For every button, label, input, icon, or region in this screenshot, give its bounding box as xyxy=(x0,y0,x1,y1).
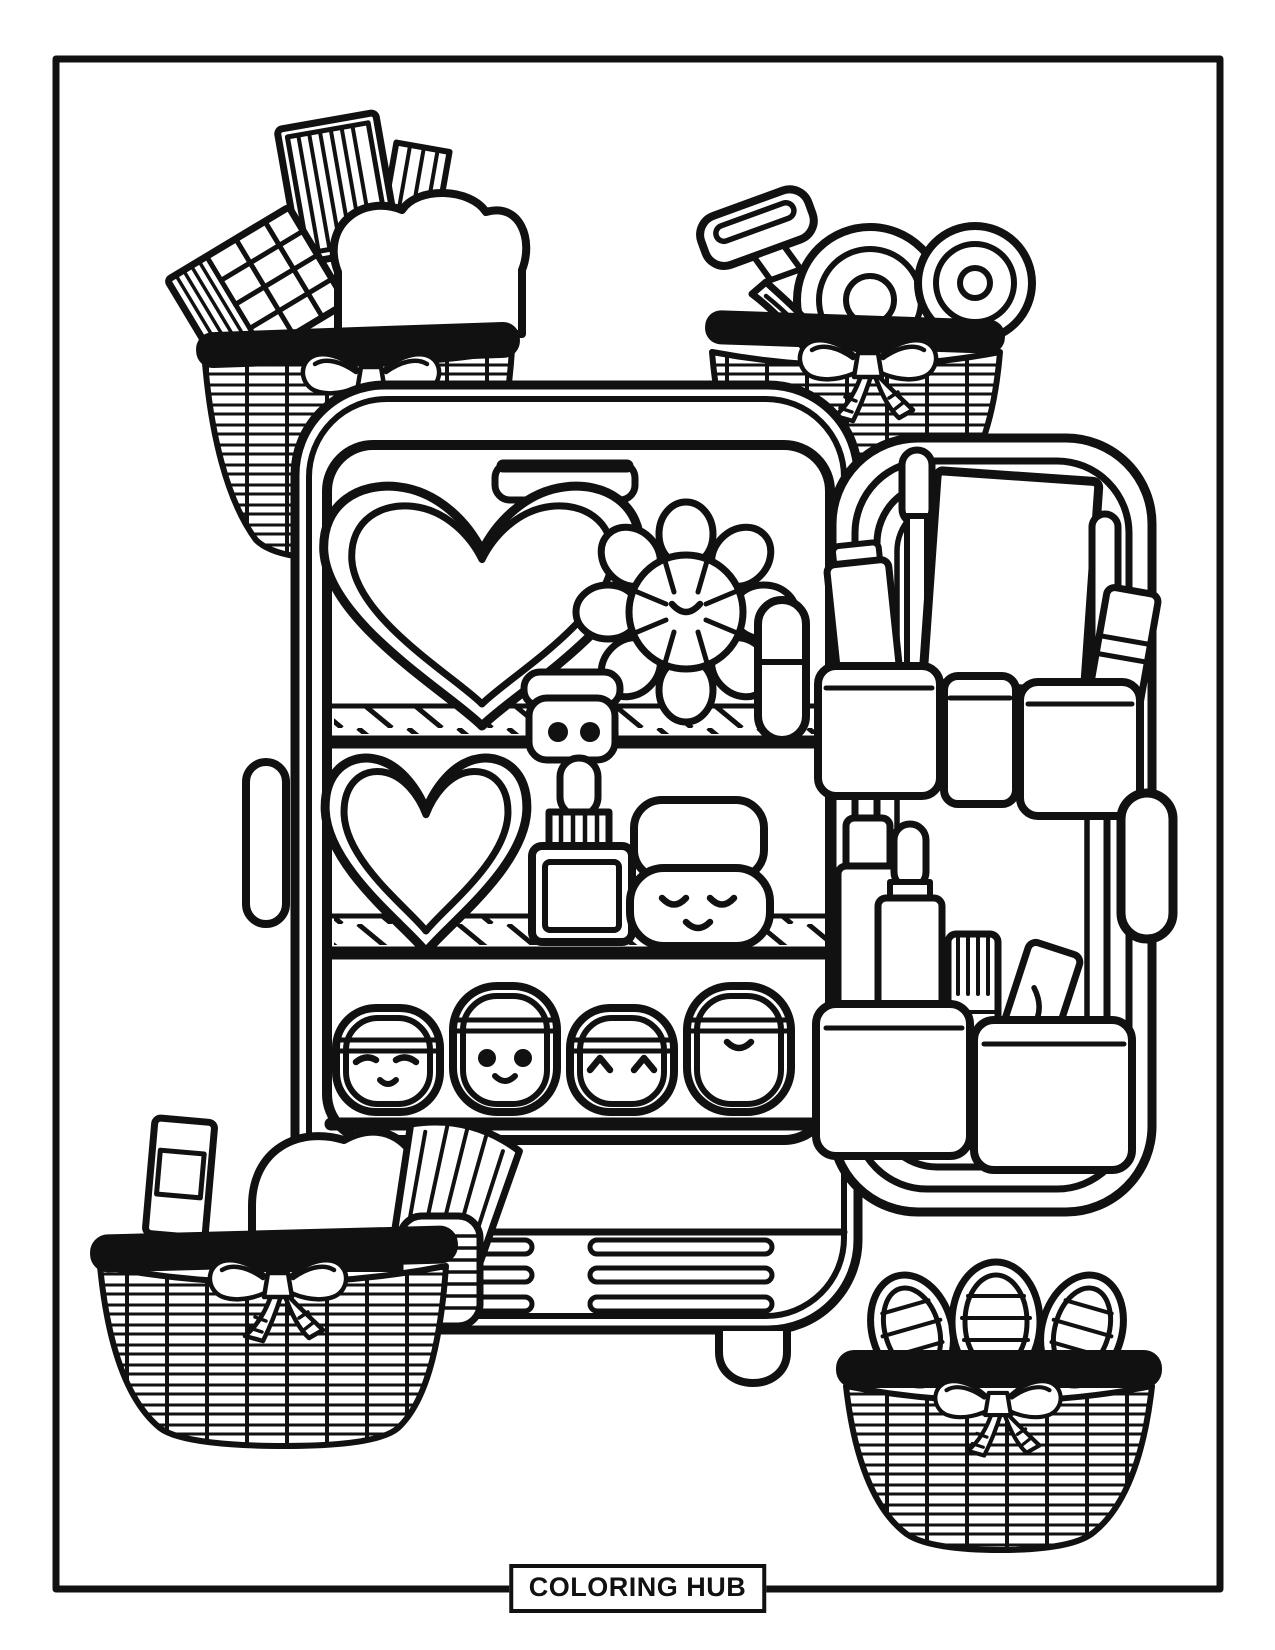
basket-bottom-left-rim xyxy=(90,1225,458,1273)
mini-beauty-fridge xyxy=(290,380,863,1387)
basket-bottom-left xyxy=(90,1114,523,1449)
basket-top-left-rim xyxy=(196,321,520,369)
brand-badge-label: COLORING HUB xyxy=(528,1572,747,1602)
door-pocket-upper-products xyxy=(823,446,1162,754)
capsule-bottle-1 xyxy=(332,1004,444,1116)
powder-puff xyxy=(329,189,531,338)
door-pocket-lower xyxy=(812,1000,1136,1174)
striped-palette-front xyxy=(274,109,402,267)
brand-badge: COLORING HUB xyxy=(508,1564,767,1613)
capsule-bottle-4 xyxy=(683,982,795,1116)
capsule-bottle-2 xyxy=(449,982,561,1116)
door-pocket-upper xyxy=(814,662,1144,820)
open-fridge-door xyxy=(812,433,1178,1217)
jar-with-sleepy-face xyxy=(626,796,774,950)
lipstick xyxy=(754,596,810,744)
basket-bottom-right xyxy=(836,1258,1162,1553)
fridge-side-handle xyxy=(242,758,290,928)
capsule-bottle-3 xyxy=(566,1004,678,1116)
door-handle xyxy=(1116,788,1178,944)
tall-bottle xyxy=(142,1114,218,1242)
basket-bottom-right-rim xyxy=(836,1350,1162,1388)
fridge-foot xyxy=(715,1327,791,1387)
cream-jar-with-face xyxy=(520,668,624,764)
